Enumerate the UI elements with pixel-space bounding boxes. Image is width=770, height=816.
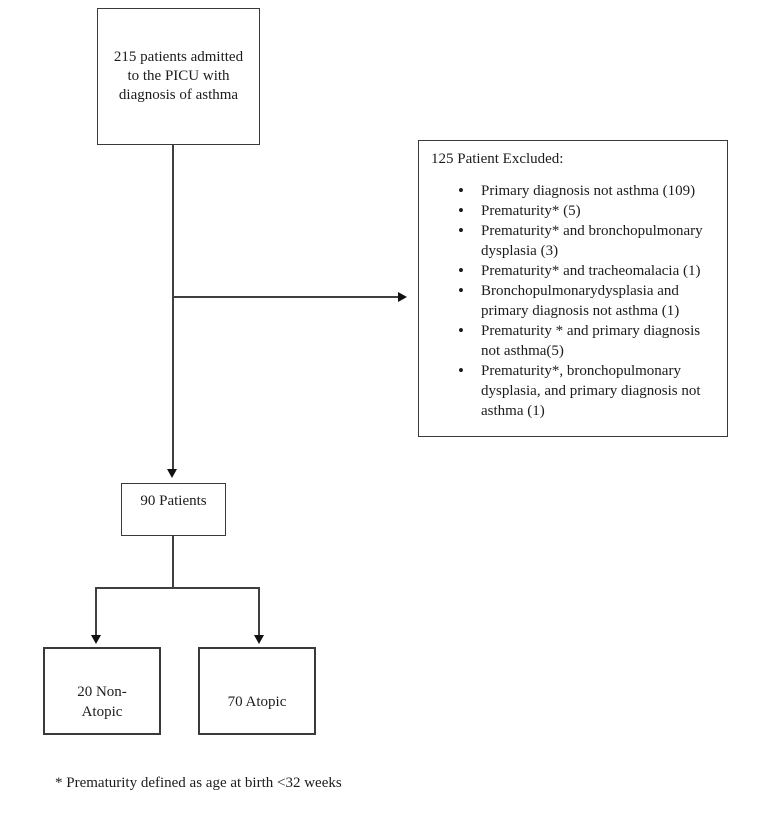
node-atopic-box: 70 Atopic [198,647,316,735]
arrowhead-into-excluded-box [398,292,407,302]
excluded-reason-item: Prematurity* and bronchopulmonary dyspla… [458,221,719,261]
connector-branch-right-line [258,587,260,635]
node-non-atopic-box: 20 Non-Atopic [43,647,161,735]
node-admitted-box: 215 patients admitted to the PICU with d… [97,8,260,145]
arrowhead-into-right-box [253,635,264,644]
connector-to-excluded-line [172,296,398,298]
node-excluded-box: 125 Patient Excluded: Primary diagnosis … [418,140,728,437]
node-90-patients-label: 90 Patients [140,493,207,509]
prematurity-footnote: * Prematurity defined as age at birth <3… [55,775,342,791]
excluded-reason-item: Prematurity*, bronchopulmonary dysplasia… [458,361,719,421]
node-atopic-label: 70 Atopic [227,693,287,710]
node-admitted-label: 215 patients admitted to the PICU with d… [113,49,244,103]
connector-mid-down-line [172,536,174,588]
node-90-patients-box: 90 Patients [121,483,226,536]
arrowhead-into-mid-box [167,469,177,478]
excluded-reason-item: Prematurity* (5) [458,201,719,221]
excluded-reason-item: Primary diagnosis not asthma (109) [458,181,719,201]
arrowhead-into-left-box [90,635,101,644]
excluded-reason-item: Prematurity * and primary diagnosis not … [458,321,719,361]
connector-branch-left-line [95,587,97,635]
node-non-atopic-label: 20 Non-Atopic [77,684,127,720]
connector-branch-horizontal-line [95,587,260,589]
excluded-title: 125 Patient Excluded: [431,151,564,167]
connector-top-to-mid-line [172,145,174,469]
excluded-reasons-list: Primary diagnosis not asthma (109)Premat… [431,181,719,421]
excluded-reason-item: Prematurity* and tracheomalacia (1) [458,261,719,281]
excluded-reason-item: Bronchopulmonarydysplasia and primary di… [458,281,719,321]
